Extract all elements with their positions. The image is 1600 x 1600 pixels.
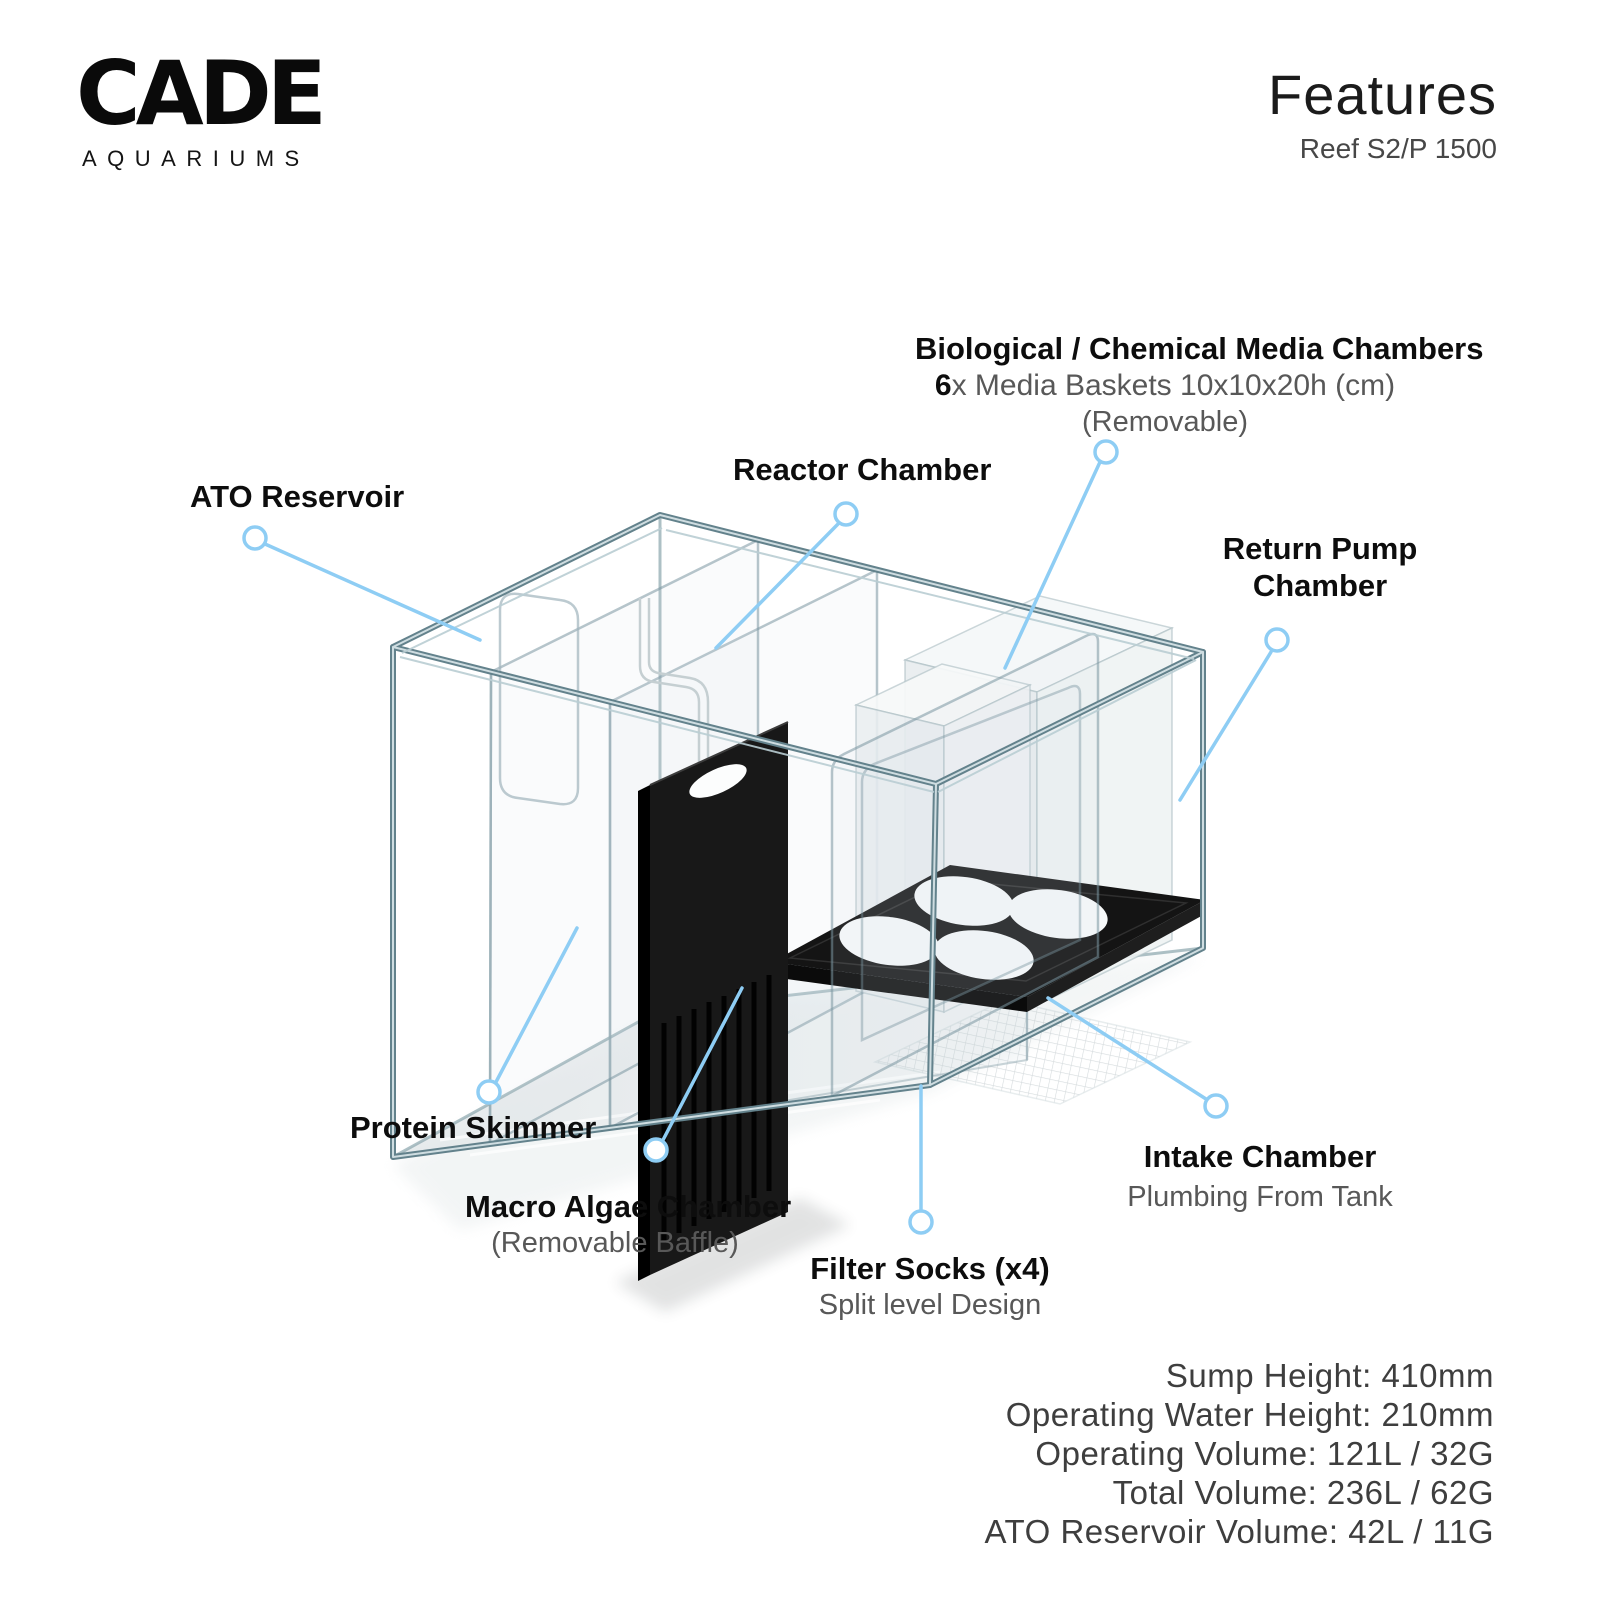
callout-line-intake — [1046, 996, 1208, 1101]
callout-dot-intake — [1203, 1093, 1229, 1119]
spec-operating-water-height: Operating Water Height: 210mm — [1005, 1396, 1494, 1433]
label-bio-chem-block: Biological / Chemical Media Chambers 6x … — [915, 330, 1484, 441]
specs-block: Sump Height: 410mm Operating Water Heigh… — [984, 1356, 1494, 1551]
callouts — [242, 439, 1290, 1235]
intake-partition — [860, 684, 1082, 1042]
spec-ato-volume: ATO Reservoir Volume: 42L / 11G — [984, 1513, 1494, 1550]
label-intake-title: Intake Chamber — [1143, 1139, 1377, 1174]
label-bio-chem-title: Biological / Chemical Media Chambers — [915, 331, 1484, 366]
brand-logo-wordmark: CADE — [76, 42, 327, 145]
label-filter-socks-note: Split level Design — [818, 1289, 1042, 1321]
label-bio-chem-note: (Removable) — [1082, 406, 1248, 438]
overflow-pipe — [638, 598, 701, 772]
label-protein-skimmer: Protein Skimmer — [350, 1110, 597, 1145]
callout-line-reactor — [714, 522, 840, 650]
macro-algae-baffle — [615, 721, 850, 1312]
label-return-pump-line2: Chamber — [1252, 568, 1388, 603]
label-return-pump-block: Return Pump Chamber — [1195, 530, 1445, 604]
label-filter-socks-block: Filter Socks (x4) Split level Design — [780, 1250, 1080, 1324]
label-bio-chem-detail-text: x Media Baskets 10x10x20h (cm) — [951, 369, 1396, 402]
outer-glass-box — [390, 512, 1206, 1160]
callout-line-return-pump — [1178, 650, 1273, 802]
label-macro-algae-note: (Removable Baffle) — [491, 1227, 739, 1259]
baffle-handle-cutout — [689, 764, 747, 798]
ato-partition-edge — [488, 671, 493, 1145]
page-title: Features — [1268, 63, 1497, 126]
page-subtitle: Reef S2/P 1500 — [1299, 133, 1497, 164]
callout-line-macro — [661, 986, 744, 1142]
media-mesh-grate — [872, 999, 1193, 1105]
overflow-pipe-inner — [647, 598, 710, 777]
page-header: Features Reef S2/P 1500 — [1268, 62, 1497, 165]
label-bio-chem-count: 6 — [934, 369, 952, 402]
brand-logo: CADE AQUARIUMS — [76, 42, 327, 172]
label-filter-socks-title: Filter Socks (x4) — [810, 1251, 1050, 1286]
label-intake-note: Plumbing From Tank — [1127, 1181, 1393, 1213]
callout-dot-bio — [1093, 439, 1119, 465]
label-ato-reservoir: ATO Reservoir — [190, 479, 405, 514]
callout-line-ato — [263, 542, 482, 642]
spec-total-volume: Total Volume: 236L / 62G — [1112, 1474, 1494, 1511]
callout-dot-macro — [643, 1137, 669, 1163]
label-return-pump-line1: Return Pump — [1222, 531, 1418, 566]
callout-dot-skimmer — [476, 1079, 502, 1105]
ato-weir-slot — [498, 592, 580, 806]
label-reactor-chamber: Reactor Chamber — [733, 452, 992, 487]
label-macro-algae-title: Macro Algae Chamber — [465, 1189, 792, 1224]
spec-operating-volume: Operating Volume: 121L / 32G — [1035, 1435, 1494, 1472]
brand-logo-subtext: AQUARIUMS — [82, 146, 310, 171]
callout-dot-socks — [908, 1209, 934, 1235]
callout-dot-reactor — [833, 501, 859, 527]
label-bio-chem-detail: 6x Media Baskets 10x10x20h (cm) — [915, 367, 1415, 404]
spec-sump-height: Sump Height: 410mm — [1165, 1357, 1494, 1394]
callout-dot-ato — [242, 525, 268, 551]
label-intake-block: Intake Chamber Plumbing From Tank — [1110, 1136, 1410, 1218]
label-macro-algae-block: Macro Algae Chamber (Removable Baffle) — [465, 1188, 792, 1262]
callout-line-skimmer — [494, 926, 579, 1084]
callout-line-bio — [1003, 460, 1102, 670]
callout-dot-return-pump — [1264, 627, 1290, 653]
